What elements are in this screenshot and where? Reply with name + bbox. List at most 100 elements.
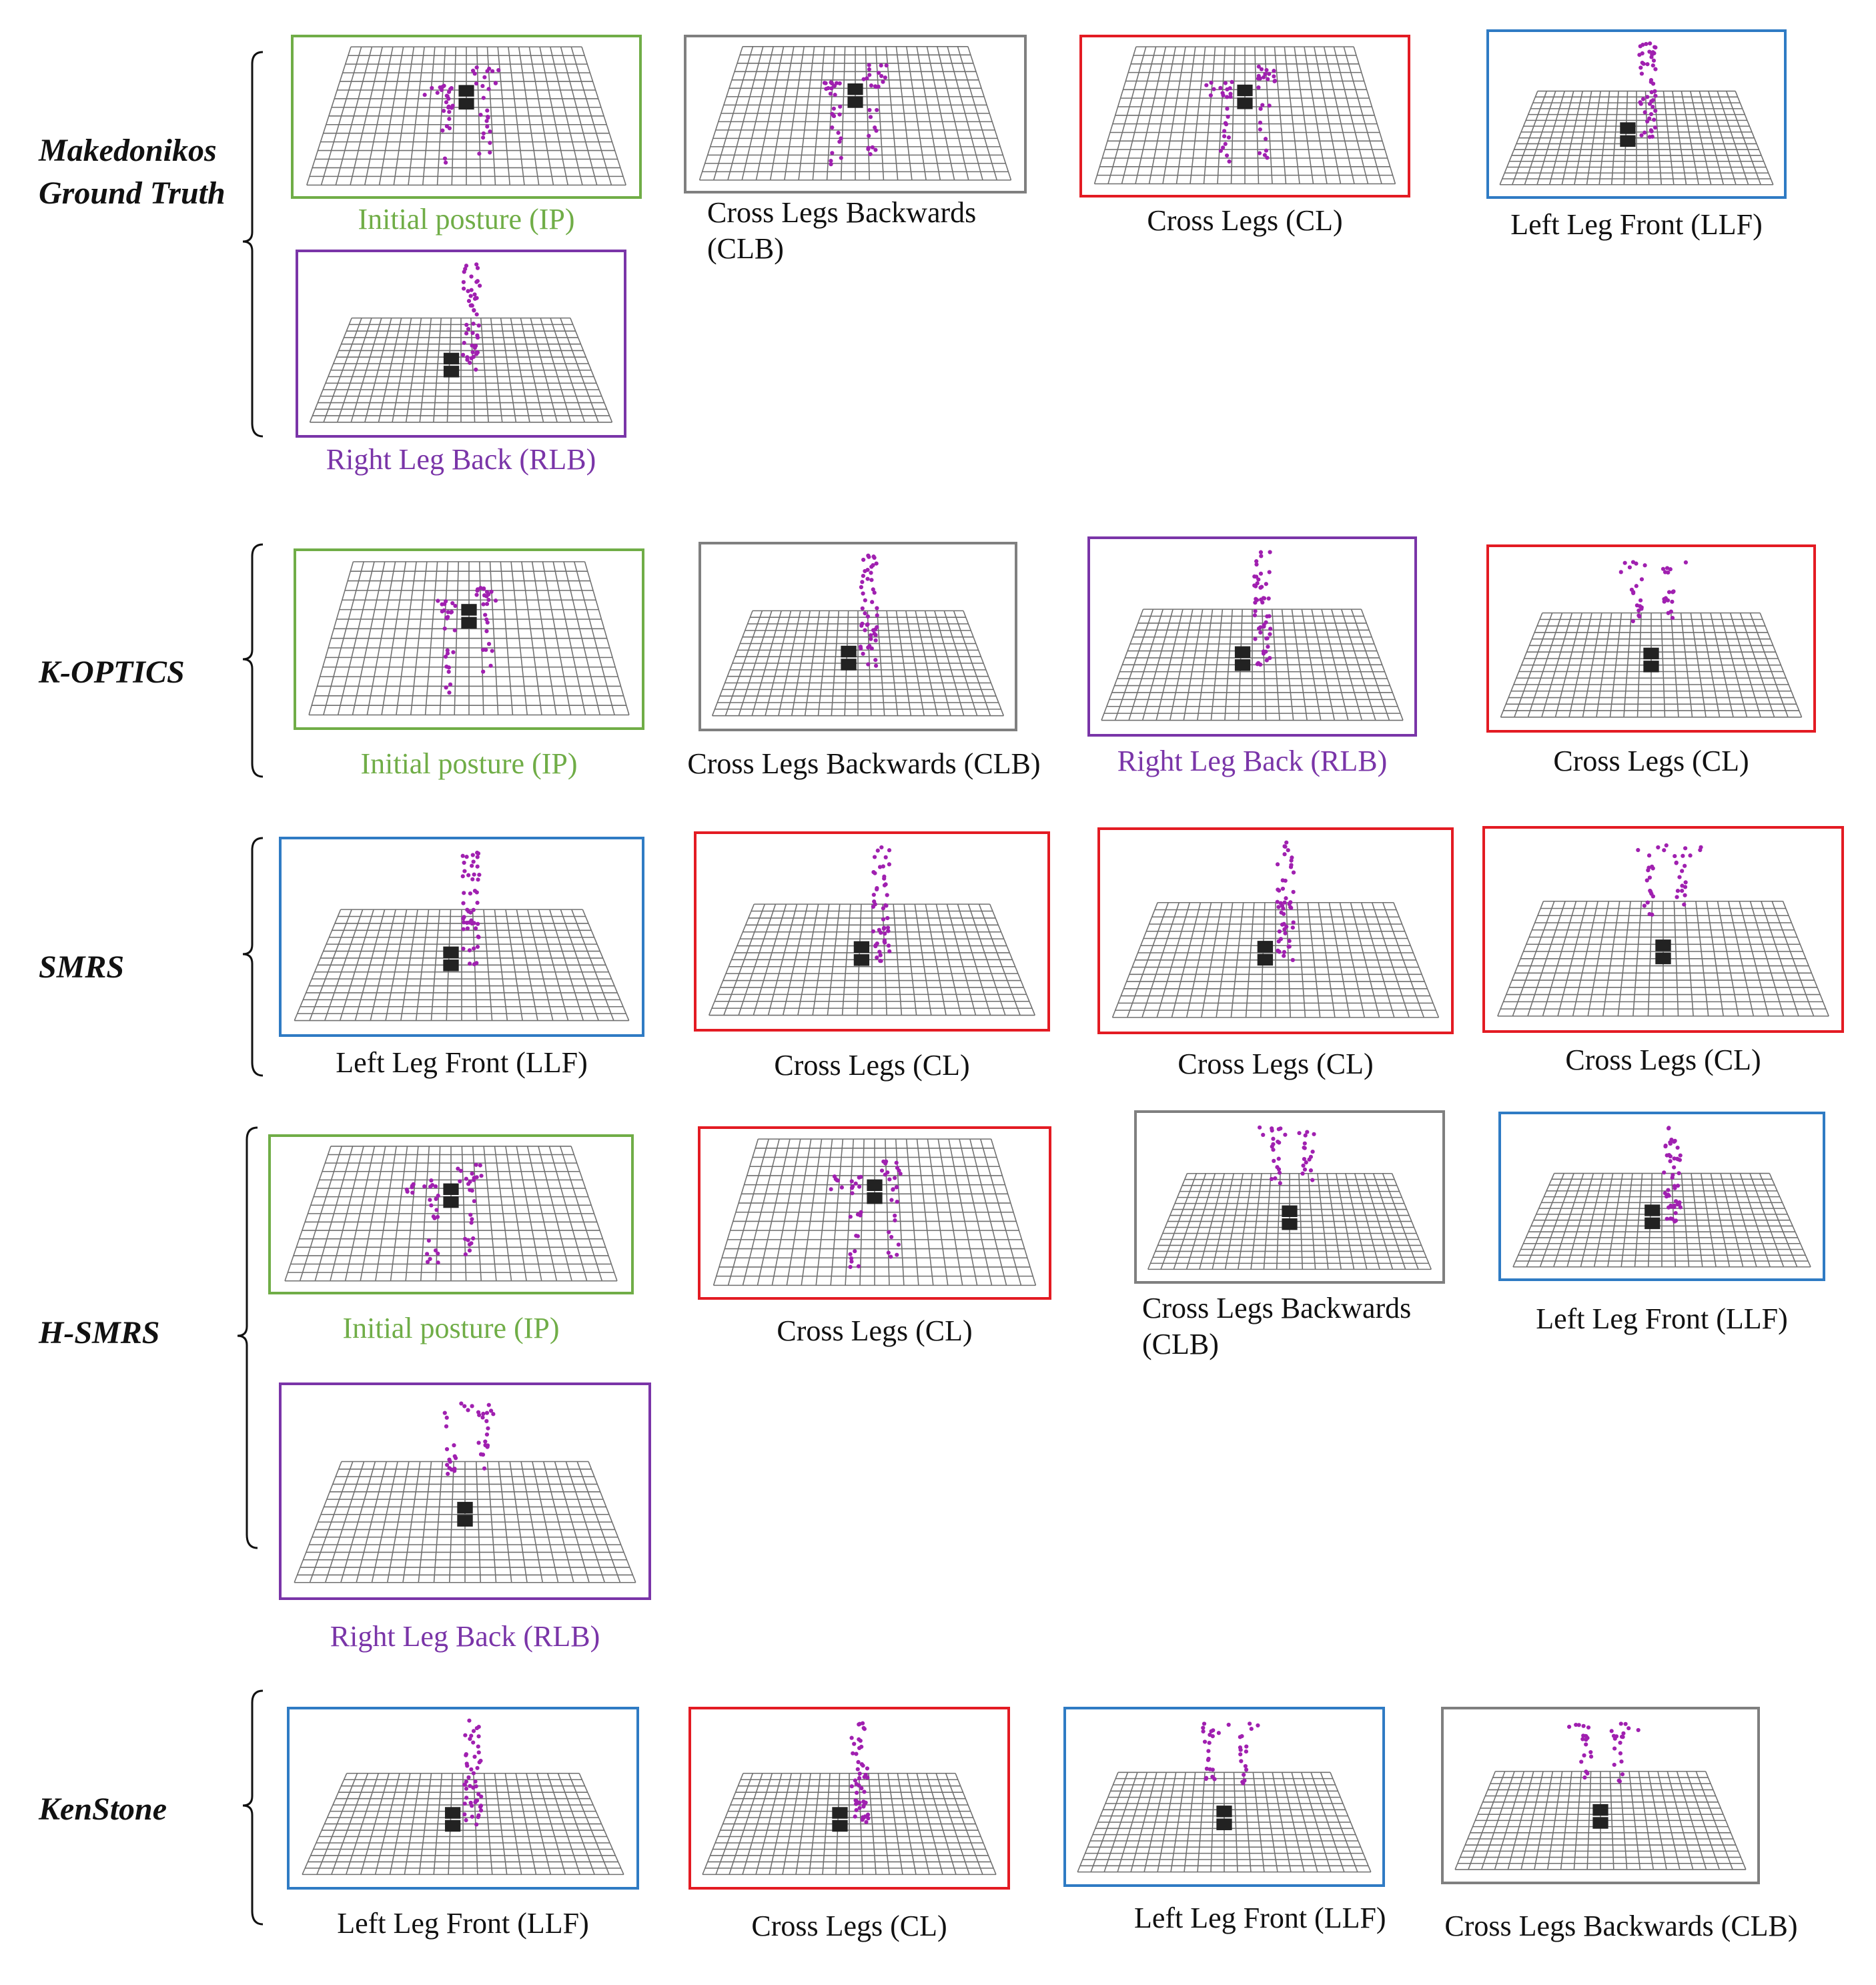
row-bracket xyxy=(242,51,264,438)
posture-caption: Right Leg Back (RLB) xyxy=(326,443,596,476)
skeleton-scene xyxy=(1512,1126,1811,1268)
sensor-block xyxy=(443,946,459,971)
posture-panel-llf xyxy=(279,837,644,1037)
posture-caption: Cross Legs (CL) xyxy=(1147,204,1343,237)
posture-panel-ip xyxy=(268,1134,634,1294)
skeleton-scene xyxy=(702,1721,997,1876)
sensor-block xyxy=(457,1501,473,1527)
sensor-block xyxy=(443,1183,459,1208)
skeleton-scene xyxy=(302,1718,624,1876)
point-cloud xyxy=(442,1401,496,1477)
point-cloud xyxy=(1258,1125,1316,1186)
grid-floor xyxy=(294,909,630,1022)
posture-caption: Cross Legs Backwards (CLB) xyxy=(687,747,1041,780)
grid-floor xyxy=(302,1772,624,1876)
posture-panel-llf xyxy=(1486,29,1787,199)
skeleton-scene xyxy=(1101,550,1404,721)
sensor-block xyxy=(443,352,460,378)
point-cloud xyxy=(1201,1721,1260,1785)
posture-caption: Left Leg Front (LLF) xyxy=(336,1046,588,1079)
posture-caption: Left Leg Front (LLF) xyxy=(337,1907,589,1940)
sensor-block xyxy=(1645,1204,1661,1230)
sensor-block xyxy=(1237,84,1253,109)
posture-panel-ip xyxy=(294,548,644,730)
point-cloud xyxy=(829,1159,903,1269)
sensor-block xyxy=(461,604,477,629)
posture-caption: Cross Legs (CL) xyxy=(777,1314,973,1347)
row-label: K-OPTICS xyxy=(39,655,185,690)
row-bracket xyxy=(242,1689,264,1926)
sensor-block xyxy=(1620,122,1636,147)
row-label: KenStone xyxy=(39,1792,167,1827)
sensor-block xyxy=(841,645,857,671)
skeleton-scene xyxy=(1077,1721,1372,1873)
sensor-block xyxy=(1282,1205,1298,1230)
grid-floor xyxy=(1077,1771,1372,1873)
grid-floor xyxy=(1500,612,1803,718)
sensor-block xyxy=(1592,1804,1608,1829)
sensor-block xyxy=(1655,939,1671,965)
grid-floor xyxy=(711,610,1005,717)
grid-floor xyxy=(1147,1172,1432,1270)
posture-caption: Cross Legs (CL) xyxy=(1178,1048,1374,1080)
posture-caption: Initial posture (IP) xyxy=(358,203,575,236)
posture-panel-cl xyxy=(688,1707,1010,1890)
row-bracket xyxy=(237,1126,258,1549)
point-cloud xyxy=(822,63,889,167)
posture-caption: Initial posture (IP) xyxy=(360,747,578,780)
posture-caption: Cross Legs Backwards (CLB) xyxy=(1444,1910,1798,1942)
sensor-block xyxy=(1216,1806,1232,1830)
point-cloud xyxy=(849,1721,871,1824)
row-bracket xyxy=(242,543,264,778)
skeleton-scene xyxy=(1497,843,1829,1017)
posture-panel-rlb xyxy=(1087,536,1417,737)
point-cloud xyxy=(1662,1126,1683,1224)
point-cloud xyxy=(1252,550,1273,667)
posture-panel-rlb xyxy=(279,1382,651,1600)
sensor-block xyxy=(1643,647,1659,673)
posture-panel-cl xyxy=(1486,544,1816,733)
sensor-block xyxy=(444,1807,461,1832)
posture-panel-cl xyxy=(1482,826,1844,1033)
row-label: SMRS xyxy=(39,949,125,985)
posture-caption: Right Leg Back (RLB) xyxy=(330,1620,600,1653)
skeleton-scene xyxy=(1500,560,1803,718)
grid-floor xyxy=(306,46,626,186)
grid-floor xyxy=(1093,46,1396,185)
skeleton-scene xyxy=(1093,46,1396,185)
skeleton-scene xyxy=(309,262,613,423)
point-cloud xyxy=(1618,560,1689,624)
skeleton-scene xyxy=(698,46,1012,181)
sensor-block xyxy=(853,941,870,966)
row-label: H-SMRS xyxy=(39,1315,160,1350)
posture-panel-cl xyxy=(698,1126,1051,1300)
grid-floor xyxy=(1512,1172,1811,1268)
point-cloud xyxy=(460,850,482,967)
point-cloud xyxy=(1636,843,1703,917)
point-cloud xyxy=(460,262,482,372)
posture-caption: Right Leg Back (RLB) xyxy=(1117,745,1388,777)
grid-floor xyxy=(309,317,613,423)
sensor-block xyxy=(832,1807,848,1832)
sensor-block xyxy=(847,83,863,108)
grid-floor xyxy=(1101,609,1404,721)
posture-caption: Left Leg Front (LLF) xyxy=(1510,208,1763,241)
posture-panel-cl xyxy=(1097,827,1454,1034)
posture-panel-llf xyxy=(1063,1707,1385,1887)
point-cloud xyxy=(404,1162,484,1265)
sensor-block xyxy=(867,1179,883,1204)
point-cloud xyxy=(462,1718,484,1827)
grid-floor xyxy=(1454,1771,1747,1870)
sensor-block xyxy=(458,85,474,110)
posture-caption: Cross Legs (CL) xyxy=(751,1910,947,1942)
posture-panel-rlb xyxy=(296,250,626,438)
sensor-block xyxy=(1234,646,1251,671)
posture-panel-cl xyxy=(1079,35,1410,197)
grid-floor xyxy=(713,1138,1037,1286)
posture-caption: Left Leg Front (LLF) xyxy=(1134,1902,1386,1934)
point-cloud xyxy=(1204,64,1278,164)
grid-floor xyxy=(698,46,1012,181)
skeleton-scene xyxy=(294,850,630,1022)
posture-caption: Cross Legs (CL) xyxy=(1553,745,1749,777)
point-cloud xyxy=(1637,41,1658,139)
